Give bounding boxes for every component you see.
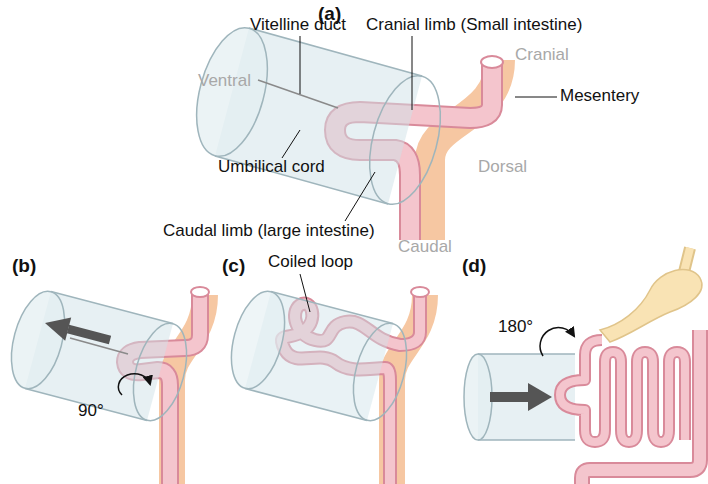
cord-end — [2, 285, 74, 394]
movement-arrow — [68, 329, 110, 340]
angle-label: 180° — [498, 318, 533, 337]
movement-arrowhead — [528, 383, 552, 411]
esophagus — [684, 248, 690, 272]
esophagus — [684, 248, 690, 272]
panel-letter: (d) — [462, 256, 486, 277]
cord-end — [357, 68, 453, 212]
cord-edge — [245, 389, 367, 421]
part-label: Vitelline duct — [250, 16, 346, 35]
cord-end — [124, 317, 196, 426]
movement-arrow — [490, 392, 530, 402]
movement-arrowhead — [45, 318, 71, 341]
part-label: Coiled loop — [268, 253, 353, 272]
cord-edge — [478, 439, 575, 441]
leader-line — [345, 172, 375, 221]
vitelline-duct — [258, 80, 338, 108]
part-label: Cranial limb (Small intestine) — [366, 16, 582, 35]
gut-opening — [481, 56, 503, 68]
cord-edge — [478, 353, 575, 355]
cord-end — [464, 354, 492, 440]
direction-label: Dorsal — [478, 158, 527, 177]
leader-line — [412, 36, 413, 110]
direction-label: Ventral — [198, 72, 251, 91]
cord-end — [344, 317, 416, 426]
gut-outline — [560, 340, 685, 442]
panel-letter: (c) — [222, 256, 245, 277]
cord-end — [222, 285, 294, 394]
part-label: Mesentery — [560, 87, 639, 106]
cord-edge — [271, 292, 393, 324]
gut-opening — [411, 287, 429, 297]
part-label: Caudal limb (large intestine) — [163, 222, 375, 241]
leader-line — [282, 130, 300, 158]
small-intestine-coils — [560, 340, 685, 442]
rotation-arrow — [118, 374, 150, 395]
leader-line — [515, 97, 557, 98]
stomach — [600, 269, 702, 342]
panel-letter: (b) — [12, 256, 36, 277]
part-label: Umbilical cord — [218, 158, 325, 177]
cord-edge — [25, 389, 147, 421]
rotation-arrow — [540, 328, 574, 356]
leader-line — [300, 36, 301, 94]
leader-line — [300, 274, 310, 312]
cord-edge — [249, 28, 422, 76]
direction-label: Caudal — [398, 238, 452, 257]
direction-label: Cranial — [515, 46, 569, 65]
angle-label: 90° — [78, 402, 104, 421]
cord-edge — [215, 156, 388, 204]
cord-end — [184, 20, 280, 164]
gut-opening — [191, 287, 209, 297]
